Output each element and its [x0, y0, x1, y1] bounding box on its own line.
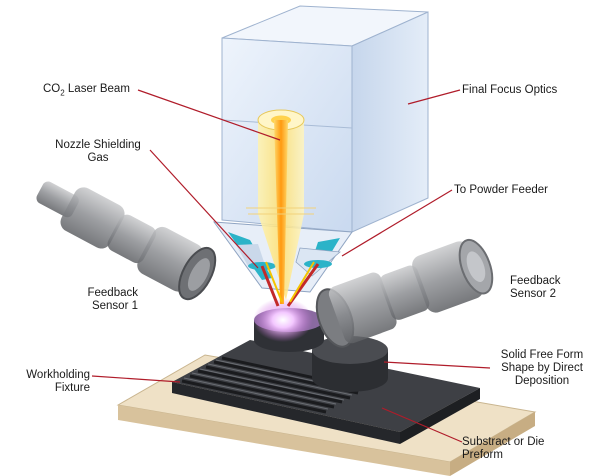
feedback-sensor-2 [315, 238, 494, 348]
nozzle-shielding-gas-label: Nozzle Shielding Gas [38, 139, 158, 165]
leader-substrate [381, 407, 463, 443]
solid-free-form-label: Solid Free Form Shape by Direct Depositi… [488, 349, 596, 388]
co2-laser-beam-label: CO2 Laser Beam [43, 83, 130, 99]
leader-co2-beam [137, 89, 281, 141]
deposited-shape [312, 336, 388, 392]
substrate-label-line2: Preform [462, 449, 503, 461]
leader-solid-form [383, 361, 491, 369]
feedback1-label-line1: Feedback [87, 287, 138, 299]
workholding-label-line2: Fixture [54, 382, 90, 394]
solid-form-label-line3: Deposition [514, 375, 570, 387]
leader-powder-feeder [341, 189, 453, 257]
final-focus-optics-box [221, 5, 429, 233]
nozzle-label-line1: Nozzle Shielding [55, 139, 141, 151]
powder-feeder-label: To Powder Feeder [454, 184, 548, 196]
co2-label-subscript: 2 [60, 88, 65, 98]
leader-workholding [91, 375, 181, 383]
co2-label-prefix: CO [43, 83, 61, 95]
co2-label-suffix: Laser Beam [64, 83, 130, 95]
feedback2-label-line1: Feedback [510, 275, 561, 287]
plate-groove-highlights [183, 359, 361, 410]
feedback-sensor-1-label: Feedback Sensor 1 [70, 287, 138, 313]
solid-form-label-line2: Shape by Direct [501, 362, 583, 374]
substrate-label-line1: Substract or Die [462, 436, 545, 448]
leader-lines [91, 89, 491, 443]
final-focus-optics-label: Final Focus Optics [462, 84, 558, 96]
leader-nozzle-gas [149, 149, 259, 269]
workholding-label-line1: Workholding [26, 369, 90, 381]
laser-beam [246, 109, 316, 304]
feedback-sensor-1 [36, 181, 217, 301]
feedback1-label-line2: Sensor 1 [91, 300, 138, 312]
feedback2-label-line2: Sensor 2 [510, 288, 557, 300]
nozzle-label-line2: Gas [87, 152, 109, 164]
solid-form-label-line1: Solid Free Form [500, 349, 584, 361]
substrate-preform-label: Substract or Die Preform [462, 436, 544, 462]
workholding-fixture-label: Workholding Fixture [8, 369, 90, 395]
leader-final-focus [407, 89, 461, 105]
powder-streams [260, 261, 320, 307]
workpiece-cylinder [253, 298, 324, 352]
feedback-sensor-2-label: Feedback Sensor 2 [510, 275, 561, 301]
